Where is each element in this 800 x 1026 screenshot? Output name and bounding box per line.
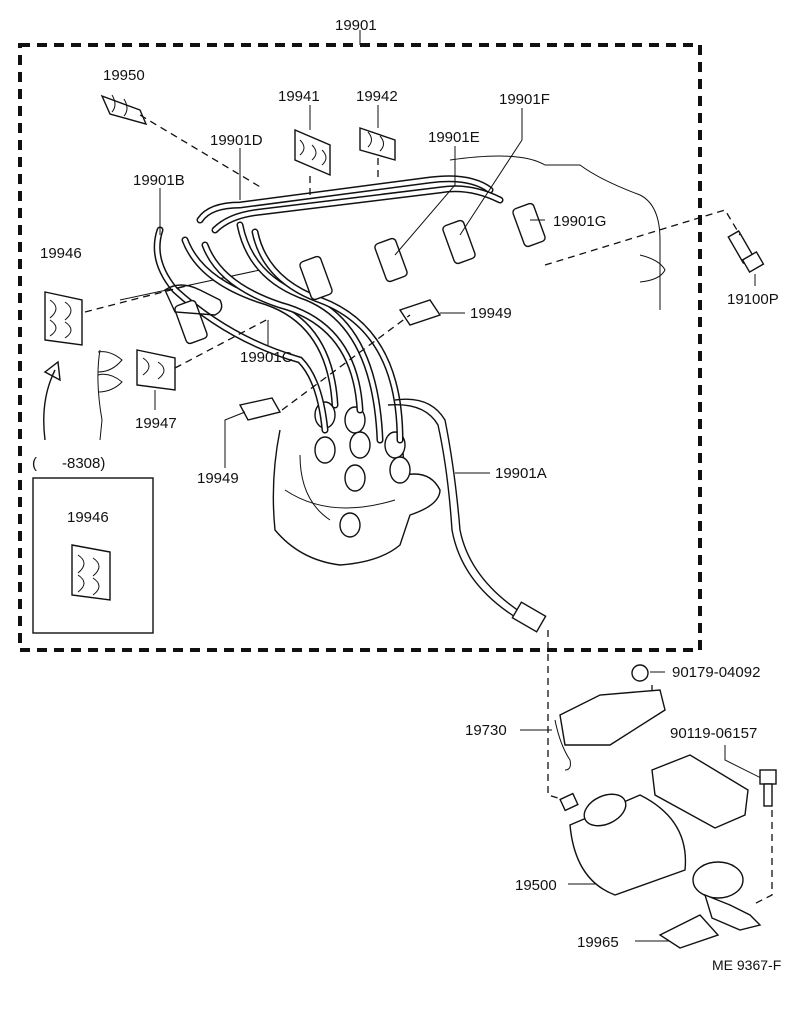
clamp-19950-shape [100, 94, 148, 126]
igniter-bracket [554, 664, 666, 771]
label-90179-04092: 90179-04092 [672, 664, 760, 681]
coil-cover [651, 754, 749, 829]
ignition-coil [559, 792, 687, 896]
label-19965: 19965 [577, 934, 619, 951]
label-19946: 19946 [40, 245, 82, 262]
ignition-wire-harness [153, 175, 547, 633]
clamp-19949-lower-shape [238, 397, 282, 421]
label-19500: 19500 [515, 877, 557, 894]
label-19949-lower: 19949 [197, 470, 239, 487]
clamp-19946-inset-shape [71, 544, 111, 601]
inset-arrow [43, 369, 56, 441]
label-19942: 19942 [356, 88, 398, 105]
label-19949-upper: 19949 [470, 305, 512, 322]
spark-plug [727, 230, 765, 274]
distributor [272, 401, 441, 566]
label-19901G: 19901G [553, 213, 606, 230]
clamp-19942-shape [359, 127, 396, 161]
clamp-19941-shape [294, 128, 331, 177]
label-19947: 19947 [135, 415, 177, 432]
bolt [759, 769, 777, 807]
clamp-19946-shape [44, 291, 83, 346]
label-19901E: 19901E [428, 129, 480, 146]
label-19100P: 19100P [727, 291, 779, 308]
label-19950: 19950 [103, 67, 145, 84]
reference-code: ME 9367-F [712, 957, 781, 973]
clamp-19949-upper-shape [398, 299, 442, 326]
label-90119-06157: 90119-06157 [670, 725, 757, 742]
label-19901B: 19901B [133, 172, 185, 189]
inset-arrow-head [43, 360, 61, 382]
coil-clamp-19965 [658, 861, 762, 949]
label-inset-19946: 19946 [67, 509, 109, 526]
label-assembly-19901: 19901 [335, 17, 377, 34]
label-19941: 19941 [278, 88, 320, 105]
inset-box [32, 477, 154, 634]
label-19901C: 19901C [240, 349, 293, 366]
label-19901D: 19901D [210, 132, 263, 149]
label-inset-range: ( -8308) [32, 455, 105, 472]
spark-plug-boots [164, 202, 546, 345]
label-19901F: 19901F [499, 91, 550, 108]
clamp-19947-shape [136, 349, 176, 391]
label-19901A: 19901A [495, 465, 547, 482]
label-19730: 19730 [465, 722, 507, 739]
